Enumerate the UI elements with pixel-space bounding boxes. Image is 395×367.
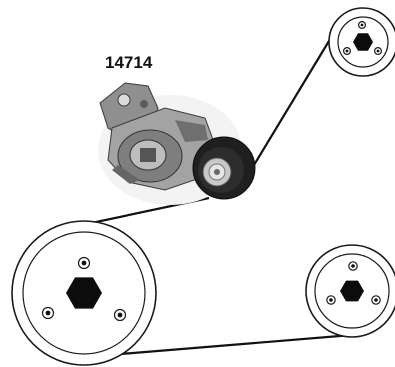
upper-right-pulley [328, 7, 395, 77]
crankshaft-pulley [11, 220, 157, 366]
crankshaft-pulley-bolt [113, 308, 127, 322]
crankshaft-pulley-bolt [41, 306, 55, 320]
upper-pulley-bolt [343, 46, 352, 55]
crankshaft-pulley-bolt [77, 256, 91, 270]
lower-pulley-bolt [348, 261, 358, 271]
bracket-bolt-hole [117, 93, 131, 107]
upper-pulley-bolt [374, 46, 383, 55]
lower-right-pulley [305, 244, 395, 338]
part-number-label: 14714 [105, 53, 153, 72]
lower-pulley-hex-hub [340, 280, 364, 302]
upper-pulley-hex-hub [353, 33, 373, 51]
crankshaft-pulley-hex-hub [66, 277, 102, 309]
belt-segment-tensioner-to-upper-pulley [250, 35, 333, 171]
upper-pulley-bolt [358, 21, 367, 30]
belt-segment-bottom-return [83, 333, 353, 359]
lower-pulley-bolt [371, 295, 381, 305]
lower-pulley-bolt [326, 295, 336, 305]
belt-tensioner-assembly [98, 82, 256, 205]
tensioner-idler-pulley [192, 136, 256, 200]
